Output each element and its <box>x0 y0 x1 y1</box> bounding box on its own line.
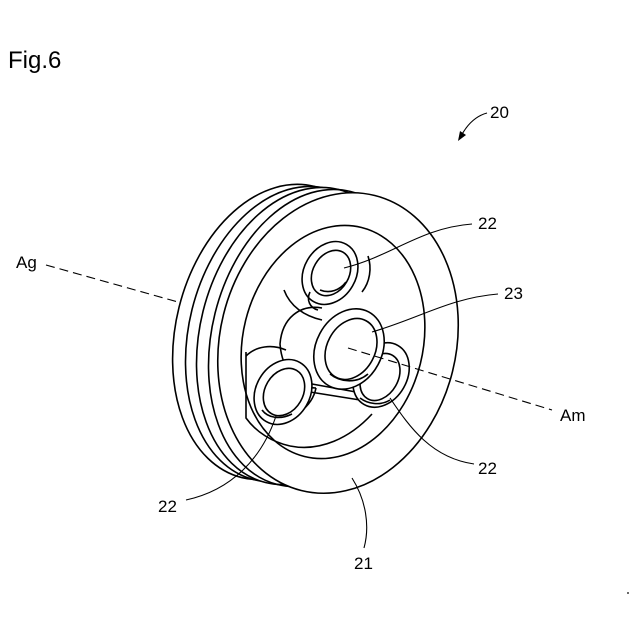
figure-title: Fig.6 <box>8 47 61 74</box>
arrowhead-assembly-20 <box>458 131 466 141</box>
stray-dot <box>627 592 629 594</box>
label-axis-ag: Ag <box>16 253 37 272</box>
label-roller-right: 22 <box>478 459 497 478</box>
label-axis-am: Am <box>560 406 586 425</box>
label-roller-top: 22 <box>478 214 497 233</box>
label-assembly-20: 20 <box>490 103 509 122</box>
axis-ag-line <box>46 265 178 302</box>
label-roller-lower-left: 22 <box>158 497 177 516</box>
label-roller-center: 23 <box>504 284 523 303</box>
label-housing: 21 <box>354 554 373 573</box>
